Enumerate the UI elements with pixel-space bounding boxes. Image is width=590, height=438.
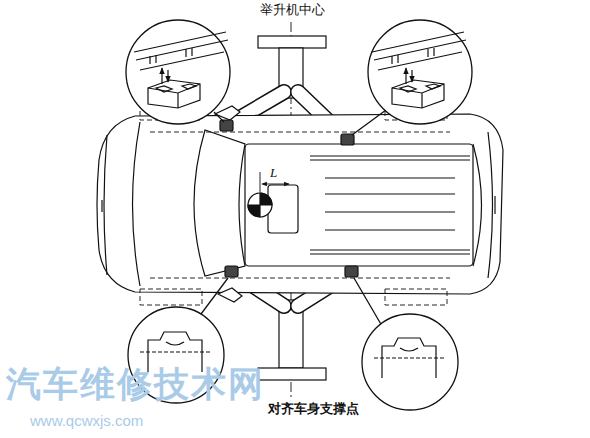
wheel-outline: [140, 289, 202, 305]
watermark-url: www.qcwxjs.com: [30, 412, 143, 429]
car-body: [310, 159, 470, 160]
car-body: [310, 249, 470, 250]
dimension-line: [262, 184, 289, 185]
sill-detail: [411, 70, 412, 82]
car-body: [488, 132, 493, 278]
car-body: [245, 144, 473, 266]
sill-detail: [148, 84, 200, 108]
car-body: [97, 106, 503, 302]
sill-detail: [156, 84, 196, 92]
car-body: [268, 185, 298, 233]
callout-circle: [362, 314, 458, 410]
sill-detail: [372, 32, 466, 108]
callout-circle: [126, 20, 230, 124]
sill-detail: [134, 32, 228, 70]
car-body: [494, 196, 495, 214]
sill-detail: [400, 84, 440, 92]
car-body: [325, 177, 455, 178]
center-of-gravity: [248, 193, 272, 217]
sill-detail: [161, 68, 162, 84]
wheel-outline: [150, 132, 450, 133]
callout-circle: [352, 110, 386, 135]
wheel-outline: [150, 278, 450, 279]
support-pad: [341, 134, 354, 145]
lift-post-bottom: [258, 368, 326, 380]
pad-profile: [140, 351, 212, 352]
sill-detail: [372, 32, 466, 70]
dimension-line: [260, 172, 261, 192]
pad-profile: [166, 342, 184, 345]
car-body: [215, 106, 240, 120]
dimension-label: L: [268, 166, 279, 181]
lift-post-bottom: [258, 300, 326, 380]
sill-detail: [150, 48, 192, 64]
pad-profile: [374, 338, 446, 378]
car-body: [194, 130, 245, 276]
figure-caption: 对齐车身支撑点: [268, 402, 359, 417]
wheel-outline: [385, 289, 447, 305]
car-body: [310, 155, 470, 156]
lift-center-label: 举升机中心: [258, 3, 327, 18]
center-of-gravity: [248, 193, 272, 217]
center-of-gravity: [248, 205, 260, 217]
car-body: [97, 114, 503, 294]
wheel-outline: [140, 104, 450, 305]
pad-profile: [400, 348, 418, 351]
watermark: 汽车维修技术网: [6, 364, 265, 404]
support-pad: [225, 266, 238, 277]
car-body: [101, 200, 102, 212]
sill-detail: [167, 70, 168, 82]
callout-circle: [354, 278, 382, 326]
sill-detail: [392, 84, 444, 108]
car-body: [325, 211, 455, 212]
sill-detail: [148, 80, 200, 108]
callout-circle: [368, 20, 472, 124]
support-pad: [345, 266, 358, 277]
car-body: [473, 144, 482, 266]
callout-circle: [214, 112, 224, 122]
car-body: [310, 253, 470, 254]
car-body: [325, 193, 455, 194]
sill-detail: [134, 32, 228, 108]
center-of-gravity: [260, 193, 272, 205]
car-body: [133, 122, 141, 286]
support-pad: [220, 120, 233, 131]
sill-detail: [405, 68, 406, 84]
pad-profile: [382, 338, 436, 378]
callout-circle: [126, 20, 472, 410]
car-body: [104, 135, 107, 275]
lift-post-top: [258, 36, 326, 48]
car-body: [325, 229, 455, 230]
sill-detail: [392, 80, 444, 108]
pad-profile: [374, 357, 446, 358]
callout-circle: [198, 278, 228, 318]
car-body: [218, 288, 242, 302]
illustration: [97, 20, 503, 410]
sill-detail: [392, 48, 434, 64]
support-pad: [220, 120, 358, 277]
